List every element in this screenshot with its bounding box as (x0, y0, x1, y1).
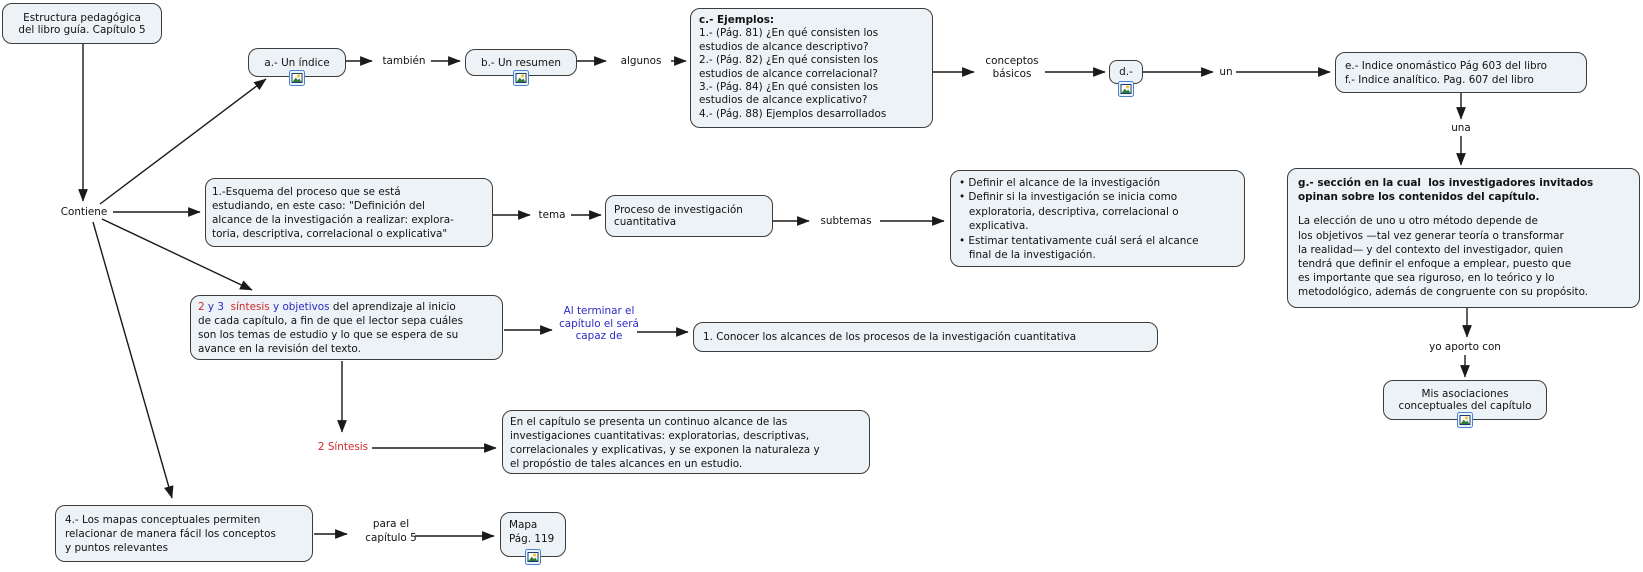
node-4-mapas-conceptuales-text: 4.- Los mapas conceptuales permiten rela… (65, 514, 276, 554)
node-c-ejemplos[interactable]: c.- Ejemplos: 1.- (Pág. 81) ¿En qué cons… (690, 8, 933, 128)
link-label-subtemas[interactable]: subtemas (820, 215, 872, 227)
node-2y3-sintesis-objetivos-text: 2 y 3 síntesis y objetivos del aprendiza… (191, 296, 502, 360)
node-conocer-alcances-text: 1. Conocer los alcances de los procesos … (703, 331, 1077, 343)
segment-sintesis: síntesis (230, 301, 270, 313)
segment-2: 2 (198, 301, 205, 313)
node-ef-indices-text: e.- Indice onomástico Pág 603 del libro … (1345, 60, 1547, 86)
link-label-contiene[interactable]: Contiene (60, 206, 108, 218)
image-resource-icon[interactable] (1457, 412, 1473, 428)
node-sintesis-capitulo[interactable]: En el capítulo se presenta un continuo a… (502, 410, 870, 474)
node-proceso-investigacion-text: Proceso de investigación cuantitativa (614, 204, 743, 228)
node-b-resumen-text: b.- Un resumen (481, 56, 561, 69)
node-d-text: d.- (1119, 66, 1133, 78)
link-label-2-sintesis[interactable]: 2 Síntesis (317, 441, 369, 453)
link-label-tambien[interactable]: también (382, 55, 426, 67)
link-label-tema[interactable]: tema (538, 209, 566, 221)
node-sintesis-capitulo-text: En el capítulo se presenta un continuo a… (510, 416, 820, 470)
node-g-seccion-title: g.- sección en la cual los investigadore… (1298, 177, 1594, 204)
link-label-para-el-capitulo-5[interactable]: para el capítulo 5 (365, 518, 417, 544)
node-subtemas-lista[interactable]: • Definir el alcance de la investigación… (950, 170, 1245, 267)
node-b-resumen[interactable]: b.- Un resumen (465, 49, 577, 76)
node-1-esquema-text: 1.-Esquema del proceso que se está estud… (212, 186, 454, 240)
node-c-ejemplos-body: 1.- (Pág. 81) ¿En qué consisten los estu… (699, 27, 887, 120)
node-conocer-alcances[interactable]: 1. Conocer los alcances de los procesos … (693, 322, 1158, 352)
node-c-ejemplos-title: c.- Ejemplos: (699, 14, 775, 26)
segment-objetivos: y objetivos (269, 301, 330, 313)
link-label-un[interactable]: un (1219, 66, 1233, 78)
link-label-algunos[interactable]: algunos (620, 55, 662, 67)
node-proceso-investigacion[interactable]: Proceso de investigación cuantitativa (605, 195, 773, 237)
node-estructura-pedagogica-text: Estructura pedagógica del libro guía. Ca… (18, 11, 146, 36)
segment-y3: y 3 (204, 301, 224, 313)
segment-space (224, 301, 231, 313)
link-label-yo-aporto-con[interactable]: yo aporto con (1429, 341, 1501, 353)
segment-rest: del aprendizaje al inicio de cada capítu… (198, 301, 463, 355)
node-2y3-sintesis-objetivos[interactable]: 2 y 3 síntesis y objetivos del aprendiza… (190, 295, 503, 360)
node-mapa-pag-119-text: Mapa Pág. 119 (509, 519, 555, 545)
image-resource-icon[interactable] (525, 549, 541, 565)
node-mis-asociaciones-text: Mis asociaciones conceptuales del capítu… (1398, 388, 1532, 412)
node-a-indice-text: a.- Un índice (264, 56, 330, 69)
link-label-una[interactable]: una (1451, 122, 1471, 134)
node-g-seccion-body: La elección de uno u otro método depende… (1298, 215, 1589, 299)
image-resource-icon[interactable] (1118, 81, 1134, 97)
link-label-conceptos-basicos[interactable]: conceptos básicos (985, 55, 1039, 80)
node-4-mapas-conceptuales[interactable]: 4.- Los mapas conceptuales permiten rela… (55, 505, 313, 562)
node-ef-indices[interactable]: e.- Indice onomástico Pág 603 del libro … (1335, 52, 1587, 93)
node-estructura-pedagogica[interactable]: Estructura pedagógica del libro guía. Ca… (2, 3, 162, 44)
image-resource-icon[interactable] (513, 70, 529, 86)
link-label-al-terminar[interactable]: Al terminar el capítulo el será capaz de (559, 305, 639, 343)
node-1-esquema[interactable]: 1.-Esquema del proceso que se está estud… (205, 178, 493, 247)
node-g-seccion[interactable]: g.- sección en la cual los investigadore… (1287, 168, 1640, 308)
node-subtemas-lista-text: • Definir el alcance de la investigación… (959, 177, 1199, 262)
image-resource-icon[interactable] (289, 70, 305, 86)
